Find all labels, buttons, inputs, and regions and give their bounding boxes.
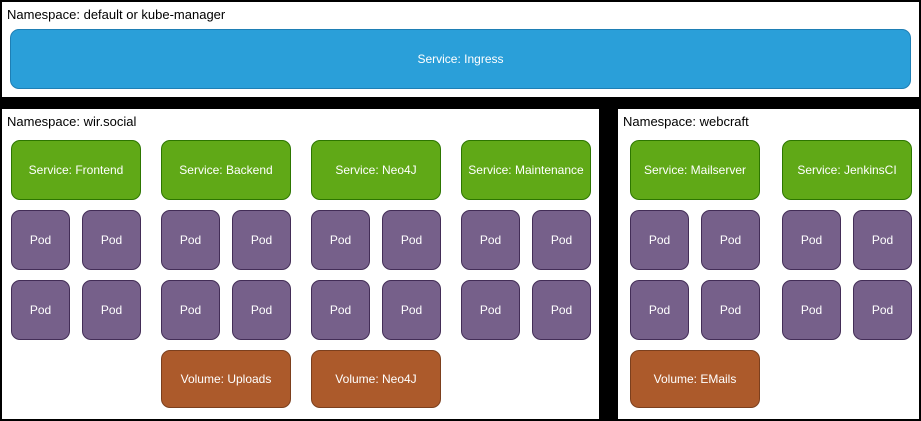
pod-node: Pod <box>82 280 141 340</box>
pod-node: Pod <box>82 210 141 270</box>
volume-node: Volume: EMails <box>630 350 760 408</box>
pod-node: Pod <box>532 210 591 270</box>
pod-node: Pod <box>630 280 689 340</box>
namespace-panel-default: Namespace: default or kube-manager Servi… <box>2 2 919 97</box>
service-node: Service: Backend <box>161 140 291 200</box>
pod-node: Pod <box>461 210 520 270</box>
volume-node: Volume: Uploads <box>161 350 291 408</box>
service-ingress-node: Service: Ingress <box>10 29 911 89</box>
pod-node: Pod <box>382 280 441 340</box>
service-group-frontend: Service: Frontend Pod Pod Pod Pod <box>11 140 141 408</box>
pod-node: Pod <box>701 280 760 340</box>
service-group-jenkinsci: Service: JenkinsCI Pod Pod Pod Pod <box>782 140 912 408</box>
pod-node: Pod <box>532 280 591 340</box>
service-group-mailserver: Service: Mailserver Pod Pod Pod Pod Volu… <box>630 140 760 408</box>
namespace-panel-wir-social: Namespace: wir.social Service: Frontend … <box>2 109 599 419</box>
pod-node: Pod <box>232 210 291 270</box>
pod-node: Pod <box>461 280 520 340</box>
service-group-maintenance: Service: Maintenance Pod Pod Pod Pod <box>461 140 591 408</box>
pods-grid: Pod Pod Pod Pod <box>461 210 591 340</box>
pod-node: Pod <box>311 280 370 340</box>
pod-node: Pod <box>161 280 220 340</box>
pod-node: Pod <box>782 210 841 270</box>
service-node: Service: Frontend <box>11 140 141 200</box>
pods-grid: Pod Pod Pod Pod <box>782 210 912 340</box>
namespace-label: Namespace: webcraft <box>623 114 749 129</box>
pod-node: Pod <box>782 280 841 340</box>
pods-grid: Pod Pod Pod Pod <box>161 210 291 340</box>
service-group-neo4j: Service: Neo4J Pod Pod Pod Pod Volume: N… <box>311 140 441 408</box>
service-groups: Service: Mailserver Pod Pod Pod Pod Volu… <box>630 140 912 408</box>
pod-node: Pod <box>701 210 760 270</box>
pod-node: Pod <box>853 280 912 340</box>
pod-node: Pod <box>853 210 912 270</box>
pod-node: Pod <box>630 210 689 270</box>
service-group-backend: Service: Backend Pod Pod Pod Pod Volume:… <box>161 140 291 408</box>
volume-node: Volume: Neo4J <box>311 350 441 408</box>
service-node: Service: Maintenance <box>461 140 591 200</box>
namespace-label: Namespace: default or kube-manager <box>7 7 226 22</box>
pod-node: Pod <box>161 210 220 270</box>
service-node: Service: Mailserver <box>630 140 760 200</box>
pods-grid: Pod Pod Pod Pod <box>630 210 760 340</box>
pod-node: Pod <box>311 210 370 270</box>
service-node: Service: Neo4J <box>311 140 441 200</box>
pod-node: Pod <box>382 210 441 270</box>
pod-node: Pod <box>11 210 70 270</box>
pods-grid: Pod Pod Pod Pod <box>11 210 141 340</box>
pods-grid: Pod Pod Pod Pod <box>311 210 441 340</box>
service-groups: Service: Frontend Pod Pod Pod Pod Servic… <box>11 140 591 408</box>
namespace-panel-webcraft: Namespace: webcraft Service: Mailserver … <box>618 109 919 419</box>
pod-node: Pod <box>232 280 291 340</box>
service-node: Service: JenkinsCI <box>782 140 912 200</box>
pod-node: Pod <box>11 280 70 340</box>
namespace-label: Namespace: wir.social <box>7 114 137 129</box>
